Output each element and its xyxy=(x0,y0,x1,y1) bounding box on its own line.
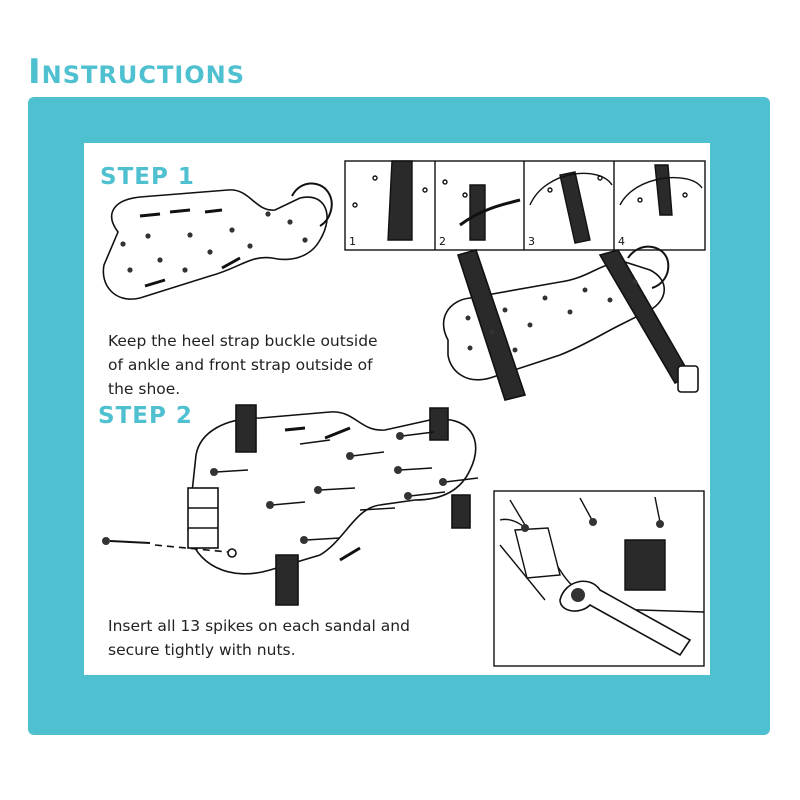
step-2-text: Insert all 13 spikes on each sandal and … xyxy=(108,614,410,662)
step-2-line-1: Insert all 13 spikes on each sandal and xyxy=(108,617,410,635)
strap-threading-illustration: 1 2 3 4 xyxy=(344,160,706,251)
figure-number-2: 2 xyxy=(439,235,446,248)
step-1-line-2: of ankle and front strap outside of xyxy=(108,356,373,374)
wrench-detail-illustration xyxy=(493,490,705,667)
strapped-sandal-illustration xyxy=(442,245,699,401)
step-2-label: STEP 2 xyxy=(98,403,193,429)
step-1-label: STEP 1 xyxy=(100,164,195,190)
step-1-line-3: the shoe. xyxy=(108,380,181,398)
step-1-line-1: Keep the heel strap buckle outside xyxy=(108,332,378,350)
sandal-sole-illustration xyxy=(102,182,333,300)
page-title: Instructions xyxy=(28,52,246,92)
figure-number-4: 4 xyxy=(618,235,625,248)
step-2-line-2: secure tightly with nuts. xyxy=(108,641,296,659)
step-1-text: Keep the heel strap buckle outside of an… xyxy=(108,329,378,401)
figure-number-3: 3 xyxy=(528,235,535,248)
spiked-sandal-illustration xyxy=(102,404,479,606)
figure-number-1: 1 xyxy=(349,235,356,248)
